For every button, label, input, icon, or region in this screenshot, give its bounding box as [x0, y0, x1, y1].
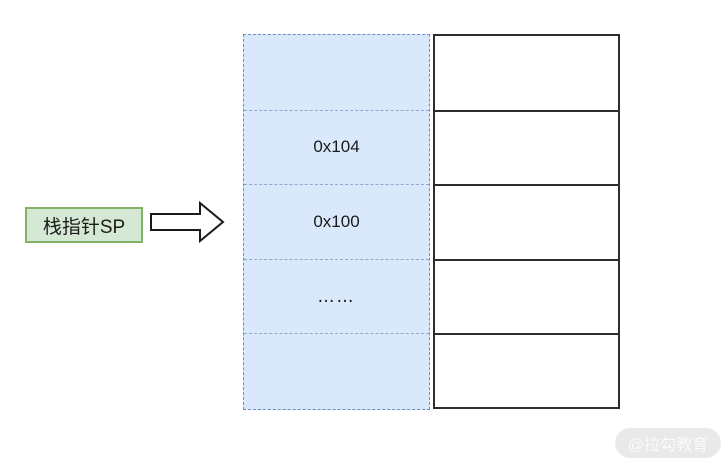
stack-address-column: 0x104 0x100 …… [243, 34, 430, 410]
memory-cell-column [433, 34, 620, 409]
memory-cell-0 [435, 36, 618, 110]
stack-cell-0 [244, 35, 429, 110]
stack-cell-ellipsis: …… [244, 258, 429, 334]
stack-pointer-label: 栈指针SP [25, 207, 143, 243]
stack-cell-0x104: 0x104 [244, 109, 429, 185]
memory-cell-4 [435, 332, 618, 407]
memory-cell-2 [435, 184, 618, 258]
watermark-badge: @拉勾教育 [615, 428, 721, 458]
memory-cell-1 [435, 110, 618, 184]
stack-cell-0x100: 0x100 [244, 184, 429, 259]
stack-cell-4 [244, 333, 429, 408]
arrow-right-icon [149, 200, 225, 244]
arrow-right-svg [150, 200, 225, 244]
memory-cell-3 [435, 258, 618, 333]
